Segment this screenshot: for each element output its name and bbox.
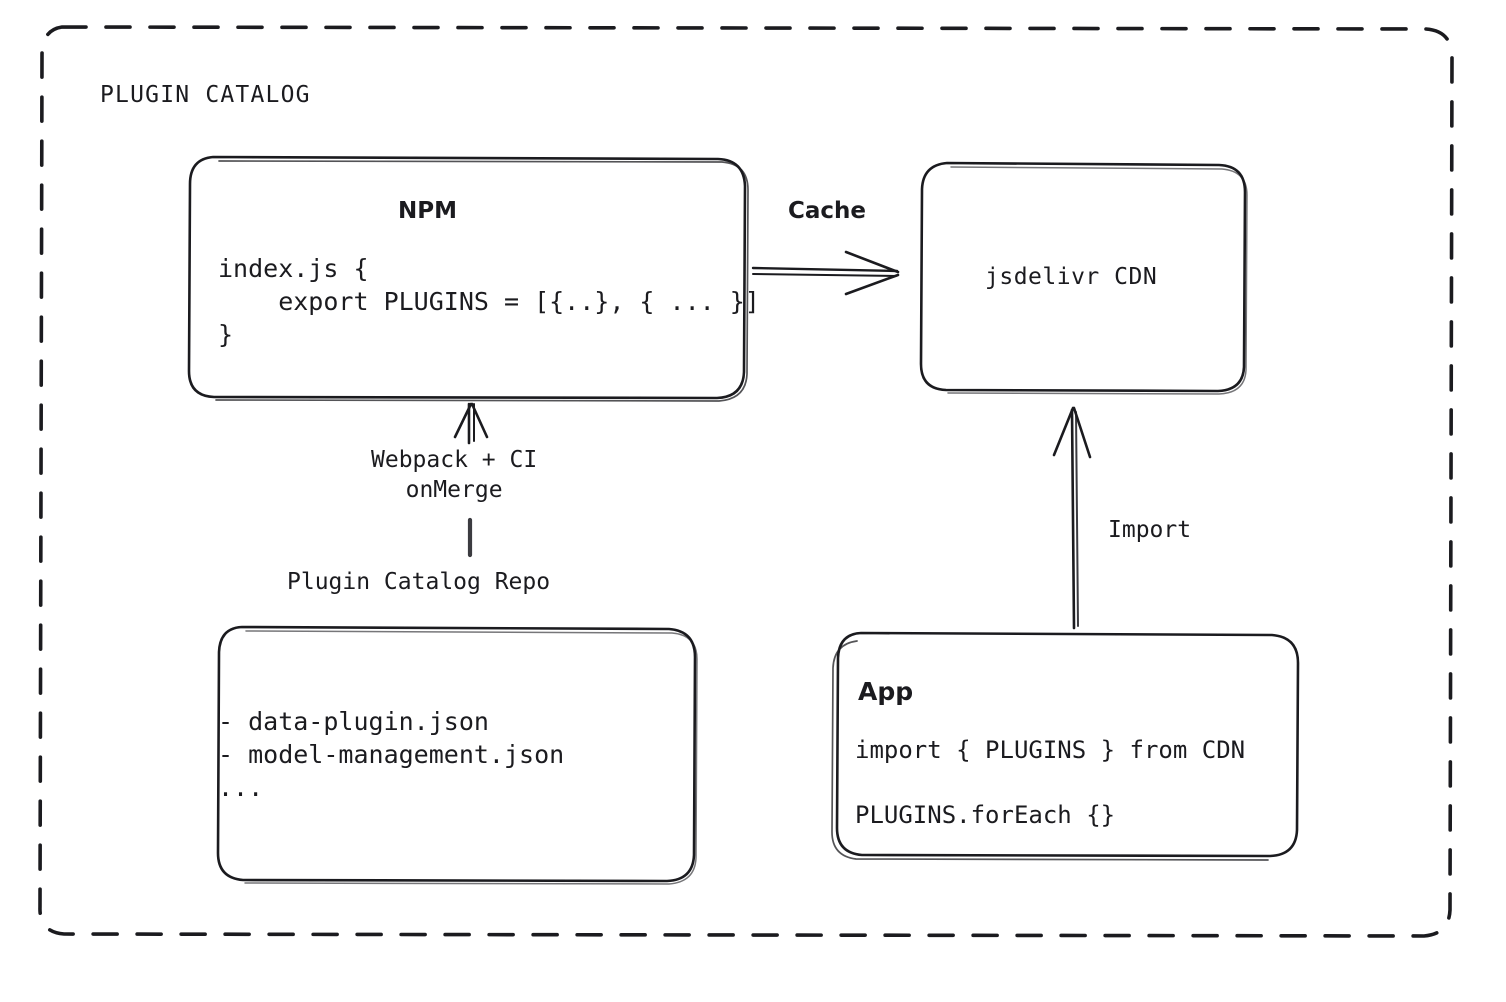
page-title: PLUGIN CATALOG [100,82,311,108]
npm-node-code: index.js { export PLUGINS = [{..}, { ...… [218,254,760,349]
edge-label-import: Import [1108,517,1192,543]
arrow-app-to-cdn [1052,406,1092,630]
npm-node-title: NPM [398,198,457,224]
repo-node-items: - data-plugin.json - model-management.js… [218,707,565,802]
app-node-import-line: import { PLUGINS } from CDN [855,736,1246,764]
app-node-title: App [858,677,914,706]
repo-node-caption: Plugin Catalog Repo [287,569,551,595]
edge-label-cache: Cache [788,198,867,224]
app-node-foreach-line: PLUGINS.forEach {} [855,801,1116,829]
cdn-node-title: jsdelivr CDN [985,264,1158,290]
arrow-npm-to-cdn [751,250,900,296]
edge-label-webpack-ci: Webpack + CI onMerge [371,447,538,504]
